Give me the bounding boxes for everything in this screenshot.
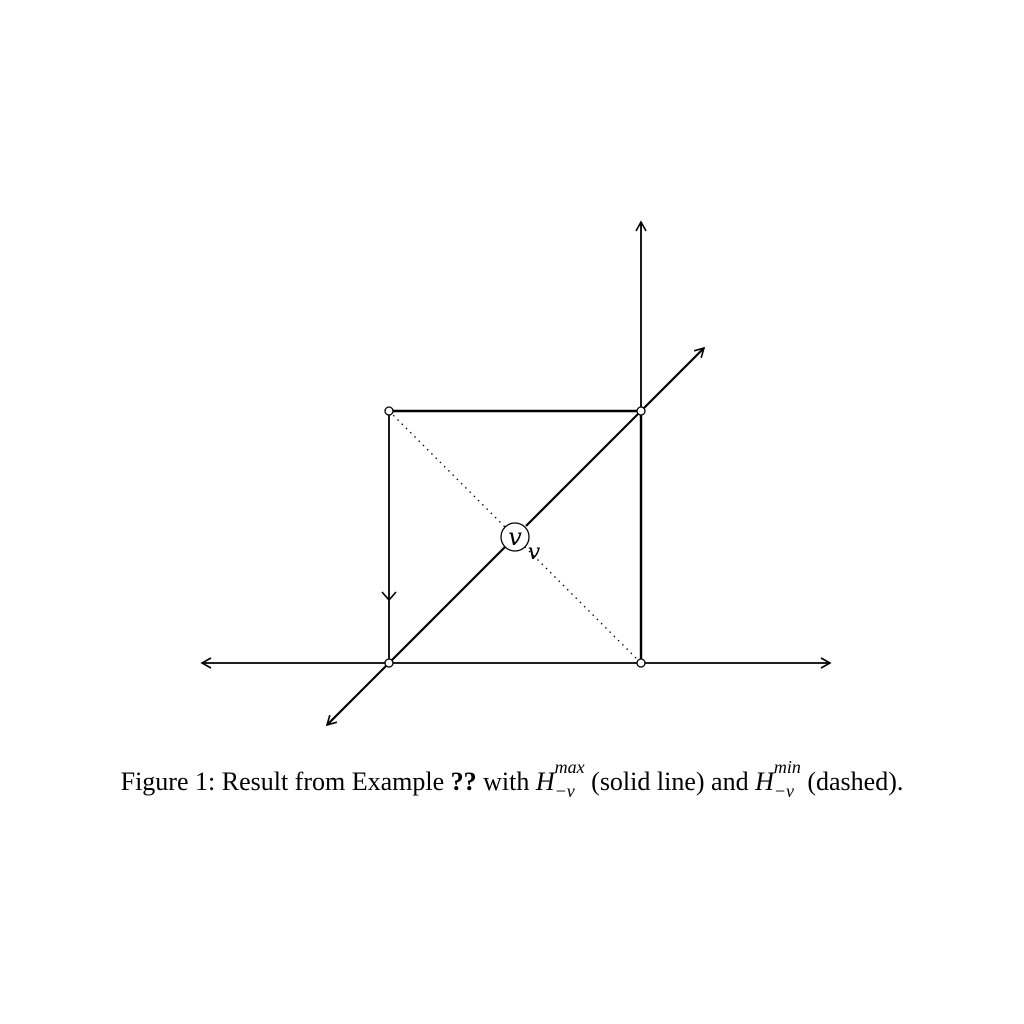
h-min-subscript: −v	[773, 781, 794, 801]
main-diagonal-upper	[525, 410, 642, 527]
caption-solid-text: (solid line) and	[584, 766, 756, 796]
vertex-bottom-left	[384, 658, 394, 668]
vertex-v-label: v	[508, 523, 522, 551]
h-max-subscript: −v	[554, 781, 575, 801]
vertex-v-sublabel: v	[528, 540, 541, 565]
vertex-v-node	[500, 522, 530, 552]
vertex-top-left	[384, 406, 394, 416]
main-diagonal-lower	[388, 546, 506, 664]
ray-diagonal-down	[325, 662, 390, 727]
h-min-superscript: min	[773, 757, 801, 777]
caption-dashed-text: (dashed).	[800, 766, 904, 796]
caption-with: with	[476, 766, 536, 796]
caption-reference: ??	[450, 766, 477, 796]
polyhedral-diagram: v v	[200, 220, 832, 727]
caption-prefix: Figure 1: Result from Example	[120, 766, 451, 796]
ray-diagonal-up	[640, 346, 706, 412]
left-edge-arrowhead	[381, 591, 397, 602]
vertex-bottom-right	[636, 658, 646, 668]
h-max-superscript: max	[554, 757, 585, 777]
vertex-top-right	[636, 406, 646, 416]
